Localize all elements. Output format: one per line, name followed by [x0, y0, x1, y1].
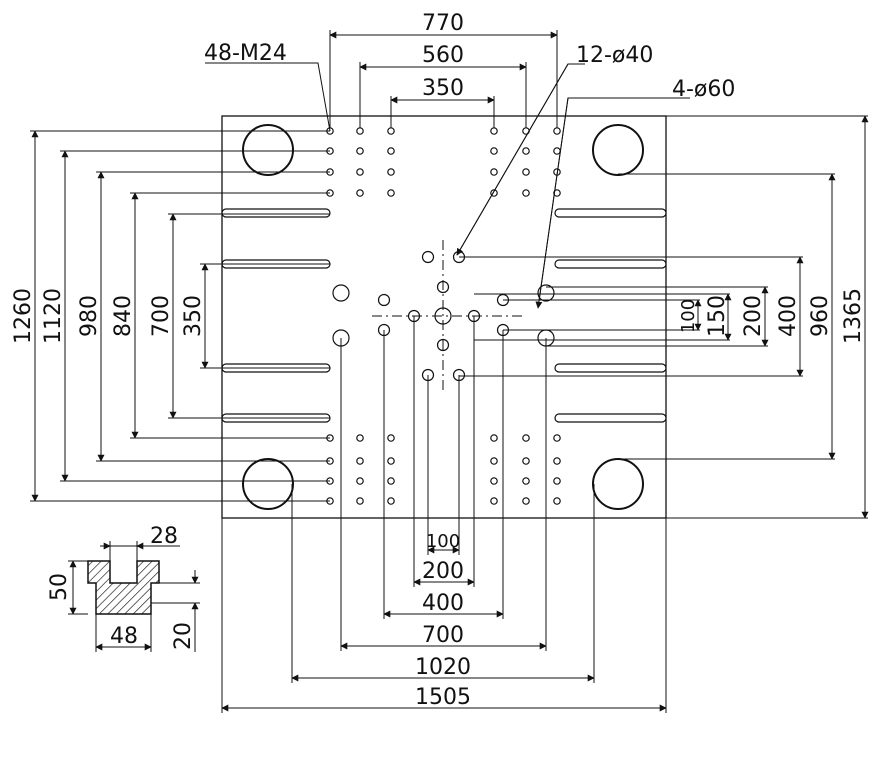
m24-hole	[356, 147, 364, 155]
dim-20: 20	[171, 622, 196, 650]
m24-hole	[553, 127, 561, 135]
dim-1505: 1505	[415, 685, 471, 710]
right-dimensions: 100 150 200 400 960 1365	[459, 115, 869, 519]
m24-hole	[356, 497, 364, 505]
m24-hole	[553, 147, 561, 155]
dim-100-right: 100	[678, 299, 699, 333]
dim-1020: 1020	[415, 655, 471, 680]
m24-hole	[522, 189, 530, 197]
m24-hole	[522, 497, 530, 505]
label-12-d40: 12-ø40	[576, 43, 653, 68]
m24-hole	[387, 168, 395, 176]
m24-hole	[490, 477, 498, 485]
m24-hole	[553, 189, 561, 197]
tie-bar-holes	[242, 124, 644, 510]
m24-hole	[356, 189, 364, 197]
m24-hole	[522, 168, 530, 176]
m24-hole	[356, 168, 364, 176]
dim-28: 28	[150, 524, 178, 549]
dim-1260: 1260	[11, 288, 36, 344]
m24-hole	[356, 434, 364, 442]
dim-560: 560	[422, 43, 464, 68]
dim-200-right: 200	[741, 295, 766, 337]
m24-hole	[553, 457, 561, 465]
m24-hole	[387, 147, 395, 155]
slot-section-detail: 28 50 48 20	[47, 524, 200, 652]
dim-1365: 1365	[841, 288, 866, 344]
m24-hole	[356, 127, 364, 135]
m24-hole	[522, 147, 530, 155]
m24-hole	[356, 477, 364, 485]
m24-hole	[387, 127, 395, 135]
dim-960: 960	[808, 295, 833, 337]
dim-840: 840	[111, 295, 136, 337]
top-dimensions: 770 560 350	[329, 11, 558, 128]
m24-hole	[490, 147, 498, 155]
d40-holes	[377, 250, 510, 382]
dim-48: 48	[110, 624, 138, 649]
left-dimensions: 1260 1120 980 840 700 350	[11, 130, 330, 502]
m24-hole	[490, 434, 498, 442]
m24-hole	[490, 127, 498, 135]
dim-50: 50	[47, 573, 72, 601]
dim-1120: 1120	[41, 288, 66, 344]
m24-hole	[387, 457, 395, 465]
m24-hole	[387, 477, 395, 485]
dim-150-right: 150	[705, 295, 730, 337]
bottom-dimensions: 100 200 400 700 1020 1505	[221, 316, 667, 713]
m24-hole	[553, 434, 561, 442]
m24-hole	[387, 189, 395, 197]
m24-hole	[522, 434, 530, 442]
dim-700-bottom: 700	[422, 623, 464, 648]
m24-holes	[326, 127, 561, 505]
m24-hole	[356, 457, 364, 465]
dim-350-top: 350	[422, 76, 464, 101]
label-4-d60: 4-ø60	[672, 77, 735, 102]
m24-hole	[553, 477, 561, 485]
m24-hole	[387, 497, 395, 505]
m24-hole	[490, 168, 498, 176]
center-hole	[372, 240, 523, 392]
m24-hole	[522, 477, 530, 485]
m24-hole	[522, 457, 530, 465]
dim-400-bottom: 400	[422, 591, 464, 616]
dim-700-left: 700	[149, 295, 174, 337]
platen-outline	[221, 115, 667, 519]
dim-770: 770	[422, 11, 464, 36]
dim-350-left: 350	[181, 295, 206, 337]
label-48-m24: 48-M24	[204, 41, 287, 66]
dim-980: 980	[77, 295, 102, 337]
m24-hole	[387, 434, 395, 442]
dim-100-bottom: 100	[426, 531, 460, 552]
m24-hole	[490, 457, 498, 465]
m24-hole	[553, 497, 561, 505]
m24-hole	[490, 497, 498, 505]
dim-400-right: 400	[776, 295, 801, 337]
callouts: 48-M24 12-ø40 4-ø60	[204, 41, 735, 309]
dim-200-bottom: 200	[422, 559, 464, 584]
